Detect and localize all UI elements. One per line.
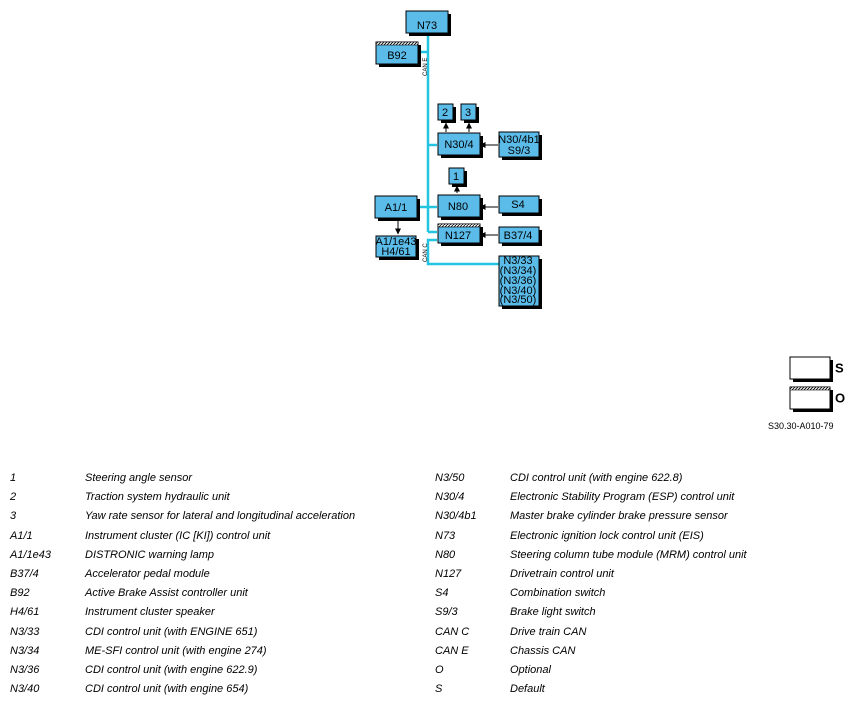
key-code: N80: [435, 548, 456, 561]
key-description: Electronic ignition lock control unit (E…: [510, 529, 704, 542]
key-code: H4/61: [10, 606, 40, 619]
key-code: S: [435, 683, 443, 696]
n3-engine-box: N3/33 (N3/34) (N3/36) (N3/40) (N3/50): [498, 255, 542, 309]
key-code: N3/34: [10, 644, 40, 657]
key-code: B37/4: [10, 568, 39, 580]
b37-4-label: B37/4: [504, 230, 533, 242]
key-description: DISTRONIC warning lamp: [85, 548, 214, 561]
key-code: 2: [10, 491, 17, 504]
n3-34-label: (N3/34): [500, 265, 537, 277]
c1-box: 1: [448, 167, 467, 187]
a1-1-box: A1/1: [374, 195, 420, 221]
s4-label: S4: [511, 199, 524, 211]
b92-label: B92: [387, 50, 407, 62]
a1-1e43-label: A1/1e43: [376, 236, 417, 248]
n30-4-box: N30/4: [437, 132, 483, 158]
key-description: Traction system hydraulic unit: [85, 491, 230, 504]
legend-optional-label: O: [835, 390, 845, 405]
key-code: N3/40: [10, 683, 40, 696]
can-c-label: CAN C: [423, 243, 429, 262]
key-description: Drive train CAN: [510, 625, 587, 638]
n127-label: N127: [445, 230, 471, 242]
key-description: CDI control unit (with engine 622.9): [85, 664, 258, 676]
key-description: Instrument cluster (IC [KI]) control uni…: [85, 529, 271, 542]
s9-3-label: S9/3: [508, 145, 531, 157]
c3-label: 3: [465, 107, 471, 119]
n30-4-label: N30/4: [444, 139, 473, 151]
key-code: N30/4b1: [435, 510, 477, 523]
can-e-label: CAN E: [423, 58, 429, 76]
key-description: Steering column tube module (MRM) contro…: [510, 548, 747, 561]
key-description: Active Brake Assist controller unit: [85, 587, 248, 600]
a1-1e43-h4-61-box: A1/1e43 H4/61: [375, 235, 419, 260]
key-description: Optional: [510, 664, 551, 676]
n3-36-label: (N3/36): [500, 275, 537, 287]
s4-box: S4: [498, 195, 542, 216]
c2-box: 2: [437, 103, 456, 123]
key-code: A1/1e43: [10, 548, 51, 561]
key-code: N30/4: [435, 491, 465, 504]
key-code: O: [435, 664, 444, 676]
key-code: CAN C: [435, 625, 470, 638]
n80-label: N80: [448, 201, 468, 213]
n30-4b1-s9-3-box: N30/4b1 S9/3: [498, 131, 542, 160]
key-code: N127: [435, 568, 462, 580]
key-code: S9/3: [435, 606, 458, 619]
key-code: N3/36: [10, 664, 40, 676]
key-code: N73: [435, 529, 456, 542]
key-description: Master brake cylinder brake pressure sen…: [510, 510, 728, 523]
key-description: CDI control unit (with engine 622.8): [510, 472, 683, 484]
reference-code: S30.30-A010-79: [768, 421, 834, 431]
can-c-bus: [426, 238, 499, 266]
key-description: Electronic Stability Program (ESP) contr…: [510, 491, 735, 504]
key-code: A1/1: [10, 529, 33, 542]
key-description: Yaw rate sensor for lateral and longitud…: [85, 510, 356, 523]
n73-box: N73: [405, 10, 451, 36]
key-code: N3/50: [435, 472, 465, 484]
n3-33-label: N3/33: [503, 255, 532, 267]
key-description: Steering angle sensor: [85, 472, 193, 484]
key-description: Drivetrain control unit: [510, 568, 614, 580]
key-code: N3/33: [10, 625, 40, 638]
n3-40-label: (N3/40): [500, 285, 537, 297]
key-description: CDI control unit (with ENGINE 651): [85, 625, 258, 638]
key-code: B92: [10, 587, 30, 600]
key-description: Brake light switch: [510, 606, 596, 619]
key-description: Accelerator pedal module: [85, 568, 210, 580]
key-description: CDI control unit (with engine 654): [85, 683, 249, 696]
key-description: Instrument cluster speaker: [85, 606, 215, 619]
c3-box: 3: [460, 103, 479, 123]
key-code: CAN E: [435, 644, 469, 657]
b92-box: B92: [375, 41, 421, 67]
n80-box: N80: [437, 194, 483, 220]
b37-4-box: B37/4: [498, 226, 542, 246]
legend-standard-label: S: [835, 360, 844, 375]
key-description: Chassis CAN: [510, 644, 576, 657]
n73-label: N73: [417, 20, 437, 32]
key-description: Combination switch: [510, 587, 606, 600]
c2-label: 2: [442, 107, 448, 119]
key-code: 3: [10, 510, 17, 523]
legend-optional: O: [789, 386, 845, 412]
h4-61-label: H4/61: [381, 246, 410, 258]
key-code: S4: [435, 587, 449, 600]
n30-4b1-label: N30/4b1: [498, 134, 540, 146]
key-description: Default: [510, 683, 545, 696]
c1-label: 1: [453, 171, 459, 183]
n127-box: N127: [437, 223, 483, 246]
n3-50-label: (N3/50): [500, 294, 537, 306]
key-description: ME-SFI control unit (with engine 274): [85, 644, 267, 657]
legend-standard: S: [789, 356, 844, 382]
a1-1-label: A1/1: [385, 202, 408, 214]
key-code: 1: [10, 472, 17, 484]
